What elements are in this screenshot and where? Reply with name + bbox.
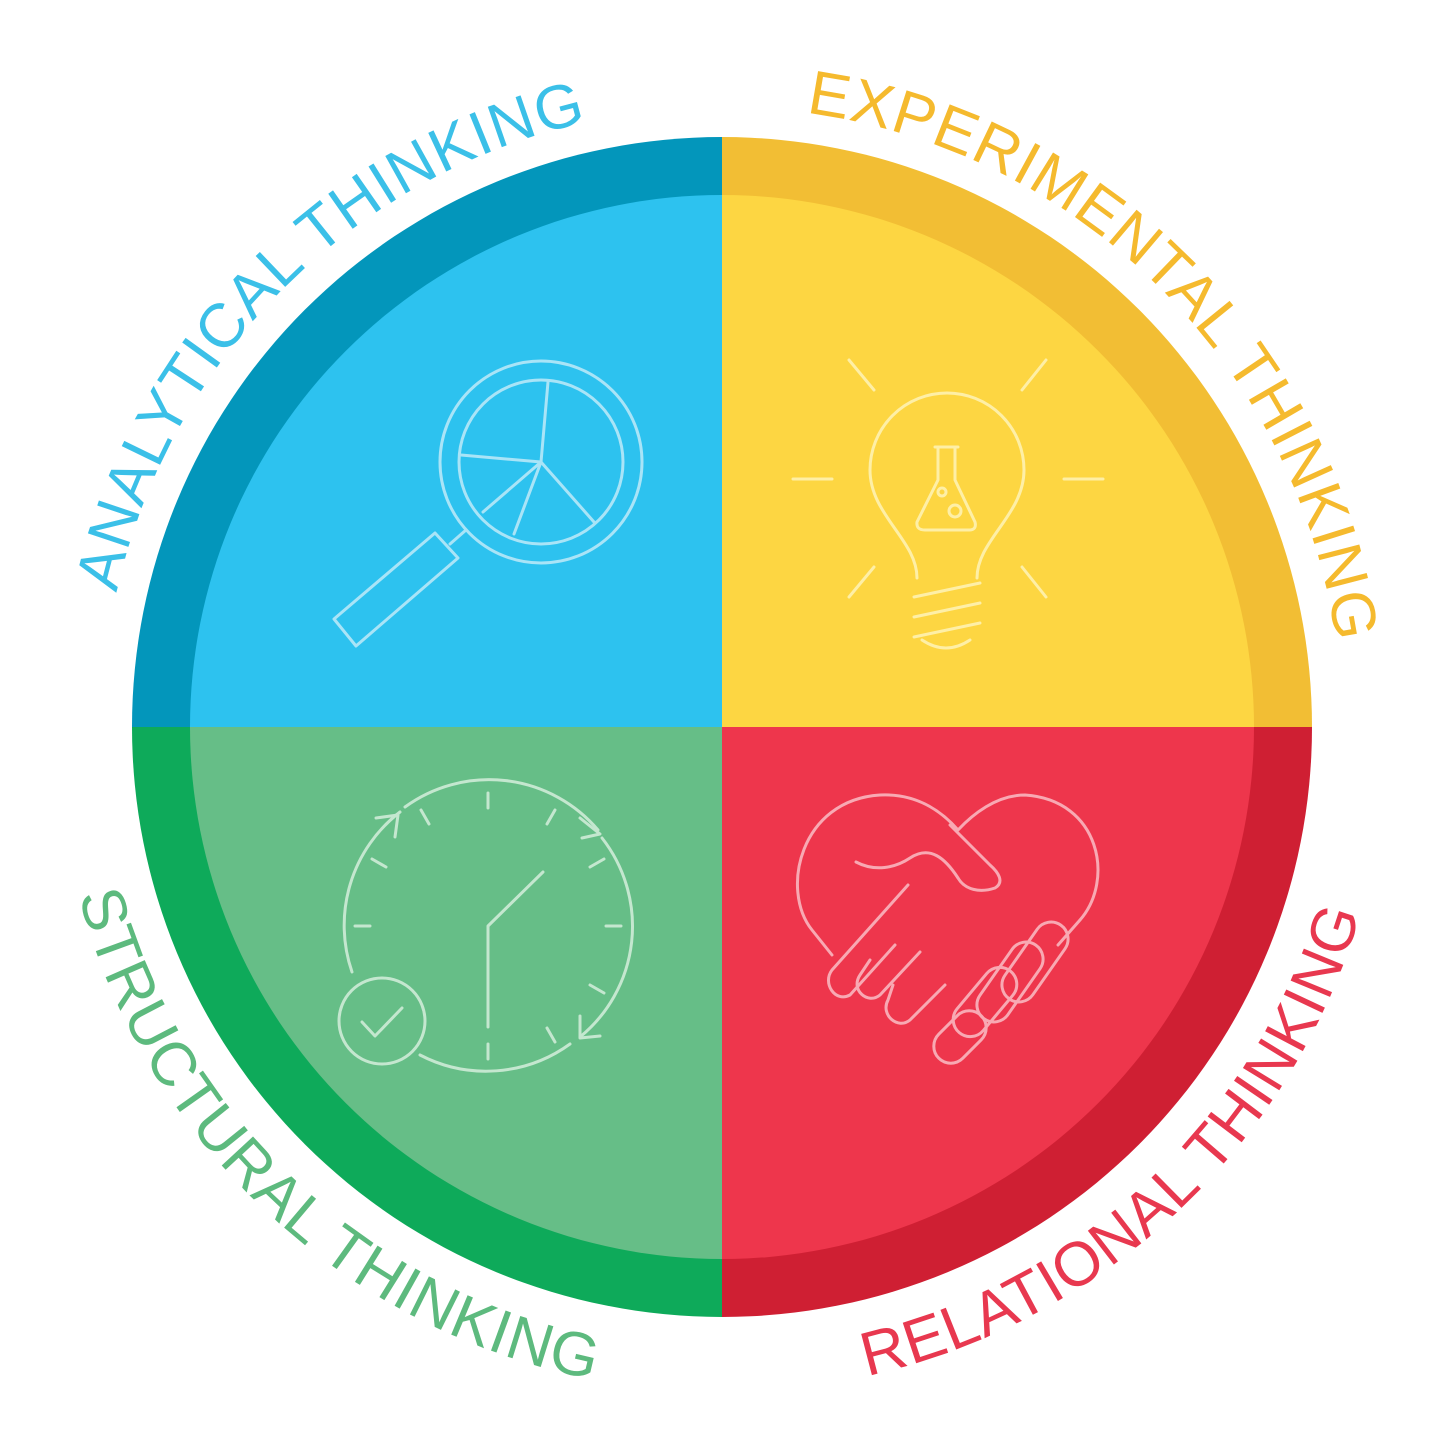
experimental-quadrant [722,195,1254,727]
magnifier-pie-chart-icon [332,359,644,648]
lightbulb-flask-icon [791,358,1105,650]
handshake-heart-icon [796,793,1100,1065]
structural-quadrant [190,727,722,1259]
relational-quadrant [722,727,1254,1259]
analytical-quadrant [190,195,722,727]
clock-check-icon [337,778,634,1073]
